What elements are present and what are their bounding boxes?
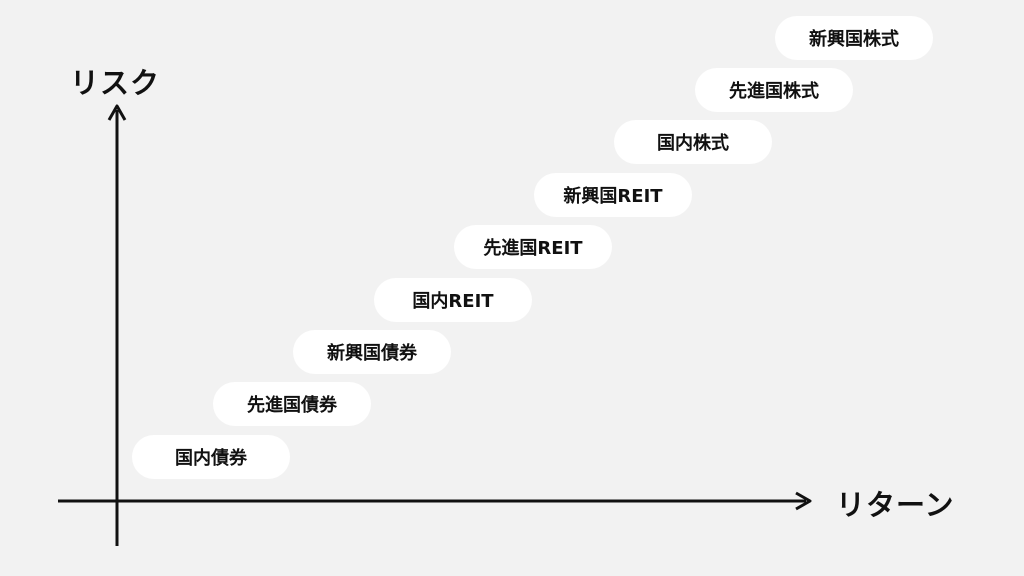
x-axis-label: リターン [836,488,955,522]
asset-pill-domestic-reit: 国内REIT [374,278,532,322]
asset-pill-emerging-stocks: 新興国株式 [775,16,933,60]
asset-pill-domestic-stocks: 国内株式 [614,120,772,164]
asset-pill-domestic-bonds: 国内債券 [132,435,290,479]
y-axis-label: リスク [70,66,161,100]
asset-pill-developed-stocks: 先進国株式 [695,68,853,112]
asset-pill-emerging-reit: 新興国REIT [534,173,692,217]
x-axis-arrowhead [795,491,812,511]
asset-pill-emerging-bonds: 新興国債券 [293,330,451,374]
y-axis-arrowhead [107,104,127,121]
asset-pill-developed-bonds: 先進国債券 [213,382,371,426]
asset-pill-developed-reit: 先進国REIT [454,225,612,269]
